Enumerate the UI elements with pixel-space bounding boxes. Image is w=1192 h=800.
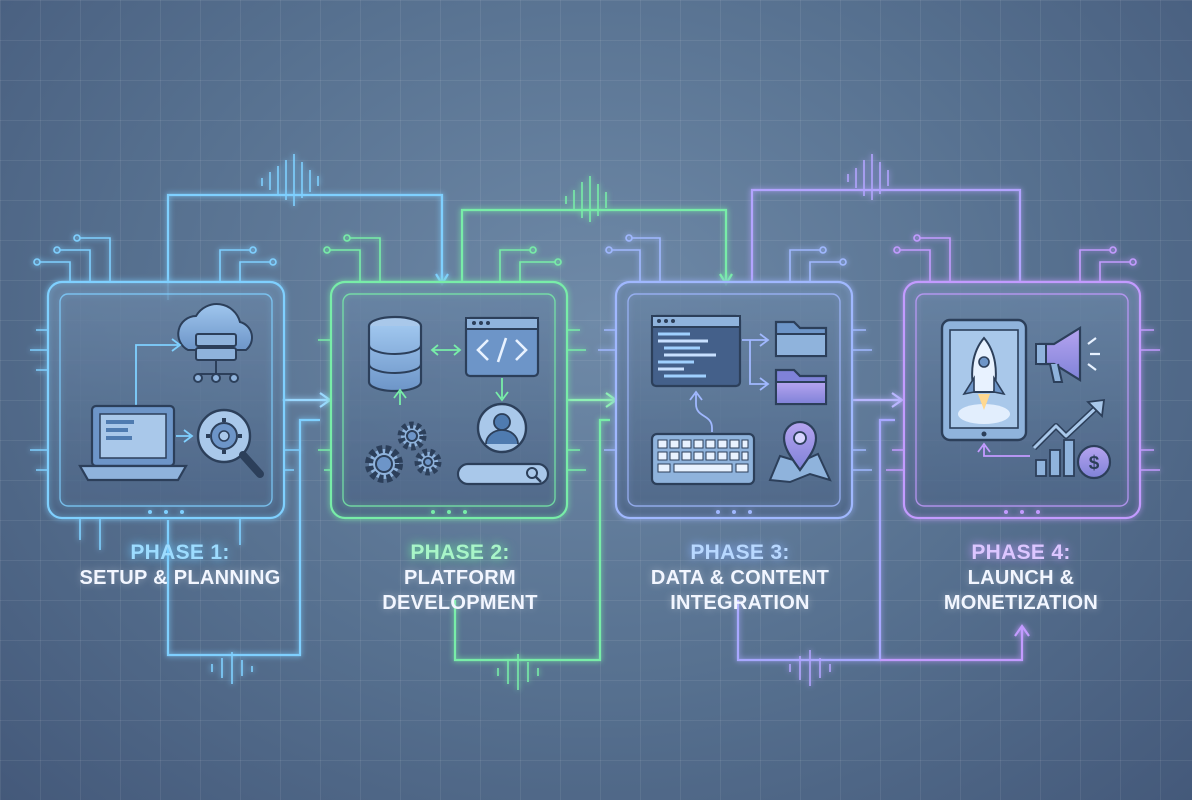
gears-icon <box>365 421 442 483</box>
connector-p2-p3-top <box>460 208 728 282</box>
growth-chart-icon <box>1031 398 1106 477</box>
gear-search-icon <box>196 408 264 478</box>
laptop-icon <box>78 404 188 482</box>
arrow-p1-p2 <box>282 392 332 408</box>
phase-1-title: PHASE 1: SETUP & PLANNING <box>50 540 310 591</box>
connector-p2-bottom <box>453 418 610 662</box>
map-pin-icon <box>768 420 832 484</box>
phase-1-name: SETUP & PLANNING <box>79 567 281 589</box>
phase-3-title: PHASE 3: DATA & CONTENT INTEGRATION <box>610 540 870 616</box>
connector-p1-bottom <box>166 418 320 657</box>
arrow-p4-up <box>1014 624 1030 640</box>
svg-text:$: $ <box>1089 453 1100 474</box>
rocket-tablet-icon <box>940 318 1028 442</box>
connector-lines <box>166 188 1030 662</box>
code-editor-icon <box>650 314 742 388</box>
search-bar-icon <box>456 462 550 486</box>
folder-icon <box>774 320 828 406</box>
database-icon <box>367 315 423 393</box>
phase-4-title: PHASE 4: LAUNCH & MONETIZATION <box>891 540 1151 616</box>
phase-1-number: PHASE 1: <box>130 541 230 564</box>
phase-2-number: PHASE 2: <box>410 541 510 564</box>
connector-p3-p4-top <box>750 188 1022 282</box>
cloud-server-icon <box>177 303 253 383</box>
phase-4-number: PHASE 4: <box>971 541 1071 564</box>
arrow-p2-p3 <box>567 392 618 408</box>
code-window-icon <box>464 316 540 378</box>
phase-2-name-line-1: PLATFORM <box>403 567 516 589</box>
connector-p1-p2-top <box>166 193 444 300</box>
megaphone-icon <box>1035 326 1100 383</box>
phase-3-name-line-2: INTEGRATION <box>670 592 810 614</box>
phase-2-name-line-2: DEVELOPMENT <box>382 592 538 614</box>
phase-3-number: PHASE 3: <box>690 541 790 564</box>
phase-3-name-line-1: DATA & CONTENT <box>650 567 830 589</box>
flow-arrow <box>135 344 178 405</box>
phase-4-name-line-2: MONETIZATION <box>943 592 1099 614</box>
keyboard-icon <box>650 432 756 486</box>
user-profile-icon <box>476 402 528 454</box>
dollar-coin-icon: $ <box>1076 444 1112 480</box>
phase-2-title: PHASE 2: PLATFORM DEVELOPMENT <box>330 540 590 616</box>
arrow-p3-p4 <box>852 392 904 408</box>
phase-4-name-line-1: LAUNCH & <box>967 567 1075 589</box>
phase-1-panel <box>30 234 300 550</box>
signal-ticks <box>211 154 889 690</box>
connector-p4-bottom <box>880 630 1024 662</box>
